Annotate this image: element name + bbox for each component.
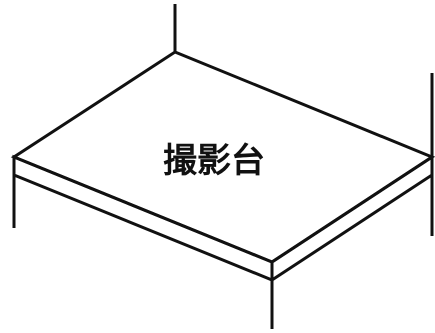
stage-front-right-side bbox=[270, 154, 434, 283]
stage-label: 撮影台 bbox=[163, 141, 265, 181]
